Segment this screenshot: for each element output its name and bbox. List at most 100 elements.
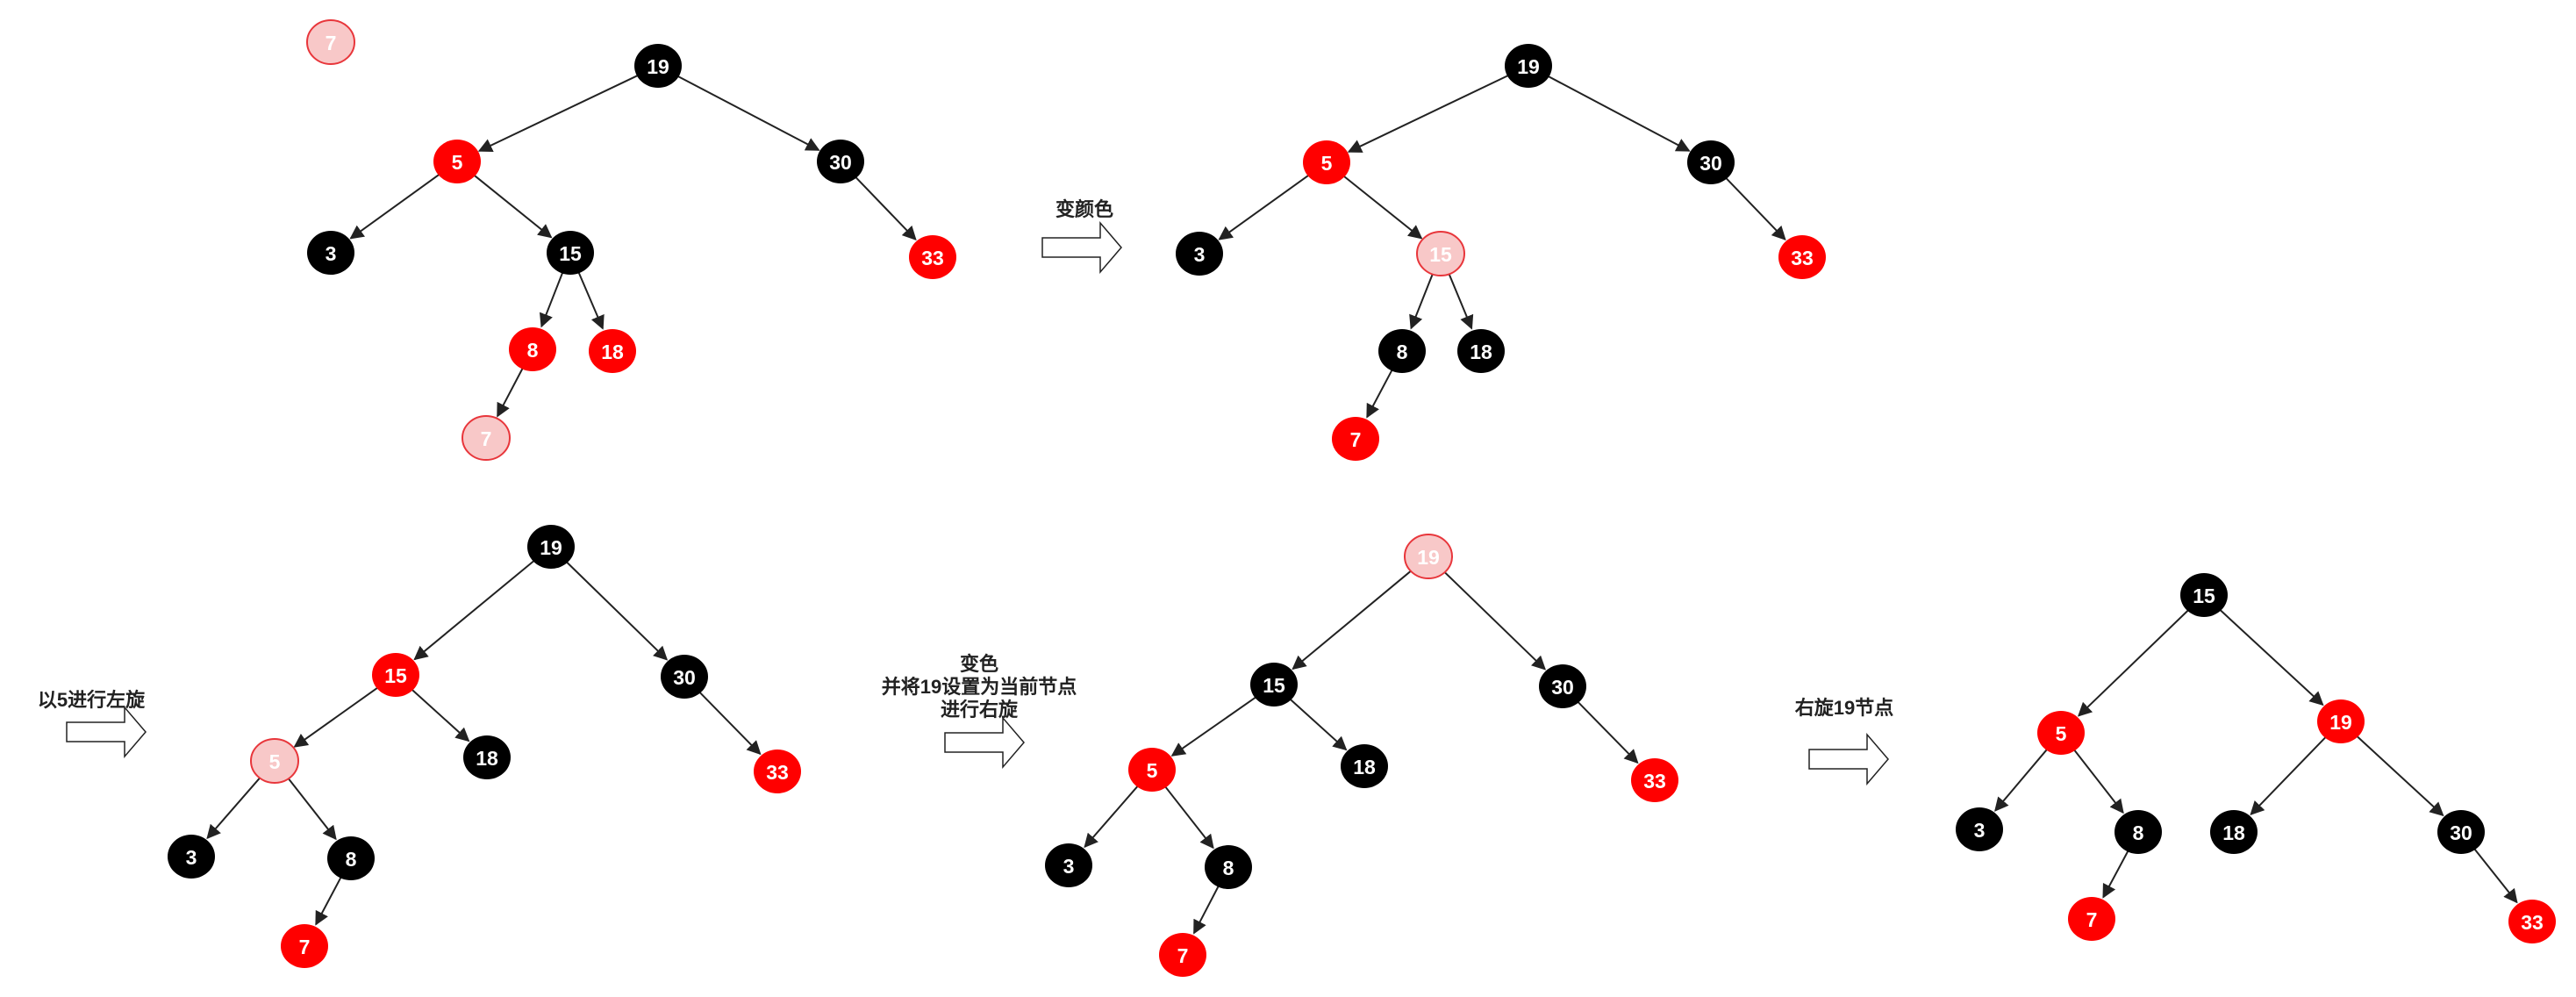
step-recolor-rotate-label: 变色	[960, 653, 998, 675]
tree-node-black-18: 18	[2210, 810, 2258, 854]
edge-t1-5-to-t1-3	[349, 172, 442, 240]
node-circle	[754, 750, 801, 793]
step-recolor-arrow-icon	[1041, 220, 1122, 275]
node-circle	[250, 738, 299, 784]
node-circle	[2210, 810, 2258, 854]
edge-t2-19-to-t2-5	[1347, 73, 1512, 153]
edge-t2-15-to-t2-18	[1447, 270, 1474, 330]
node-circle	[1687, 140, 1735, 184]
node-label: 7	[481, 427, 492, 450]
node-label: 7	[1350, 428, 1362, 451]
tree-node-pending-7: 7	[306, 19, 355, 65]
step-recolor-rotate-label: 并将19设置为当前节点	[882, 676, 1077, 698]
node-label: 15	[2193, 585, 2215, 607]
tree-node-red-33: 33	[2508, 900, 2556, 943]
edge-t1-19-to-t1-30	[675, 74, 820, 151]
node-label: 15	[384, 664, 407, 687]
step-recolor-label: 变颜色	[1055, 198, 1113, 220]
node-label: 7	[299, 936, 311, 958]
node-circle	[527, 525, 575, 569]
node-label: 18	[476, 747, 498, 770]
tree-node-red-33: 33	[1631, 758, 1678, 802]
edge-t2-19-to-t2-30	[1544, 74, 1691, 152]
tree-node-red-5: 5	[2037, 711, 2085, 755]
tree-node-red-33: 33	[909, 235, 956, 279]
node-label: 7	[326, 32, 337, 54]
step-left-rotate-arrow-icon	[66, 705, 147, 759]
node-circle	[1778, 235, 1826, 279]
node-circle	[817, 140, 864, 183]
node-circle	[547, 231, 594, 275]
edge-t2-5-to-t2-3	[1218, 173, 1312, 240]
tree-node-black-15: 15	[1250, 663, 1298, 707]
edge-t3-5-to-t3-8	[285, 775, 337, 841]
edge-t1-8-to-t1-7	[497, 366, 525, 418]
node-label: 15	[1429, 243, 1452, 266]
node-circle	[1956, 807, 2003, 851]
tree-node-black-15: 15	[547, 231, 594, 275]
edge-t4-15-to-t4-5	[1170, 694, 1259, 757]
edge-t5-19-to-t5-30	[2354, 734, 2444, 817]
node-label: 30	[673, 666, 696, 689]
tree-node-red-7: 7	[281, 924, 328, 968]
tree-node-black-3: 3	[1045, 843, 1092, 887]
edge-t5-5-to-t5-8	[2072, 747, 2124, 814]
node-label: 8	[346, 848, 357, 871]
tree-node-black-30: 30	[661, 655, 708, 699]
tree-node-black-18: 18	[1341, 744, 1388, 788]
step-arrows-layer	[66, 220, 1889, 786]
node-label: 18	[1353, 756, 1376, 778]
node-label: 3	[1974, 819, 1986, 842]
edge-t2-30-to-t2-33	[1723, 176, 1786, 240]
node-circle	[1505, 44, 1552, 88]
tree-node-red-7: 7	[1159, 933, 1206, 977]
node-circle	[307, 231, 354, 275]
tree-node-black-8: 8	[327, 836, 375, 880]
edge-t1-15-to-t1-8	[539, 270, 564, 328]
node-circle	[463, 735, 511, 779]
edge-t2-8-to-t2-7	[1366, 367, 1394, 419]
edge-t5-15-to-t5-19	[2217, 607, 2324, 707]
edge-t4-5-to-t4-3	[1084, 783, 1141, 849]
tree-node-red-5: 5	[433, 140, 481, 183]
node-circle	[2114, 810, 2162, 854]
node-circle	[1303, 140, 1350, 184]
node-label: 30	[829, 151, 852, 174]
node-label: 33	[1791, 247, 1814, 269]
tree-node-pending-19: 19	[1404, 534, 1453, 579]
node-label: 5	[269, 750, 281, 773]
edge-t4-19-to-t4-30	[1442, 569, 1547, 671]
step-recolor-rotate-arrow-icon	[944, 715, 1025, 770]
edge-t4-15-to-t4-18	[1287, 697, 1348, 751]
node-label: 3	[1063, 855, 1075, 878]
node-label: 33	[766, 761, 789, 784]
node-circle	[909, 235, 956, 279]
node-label: 19	[540, 536, 562, 559]
node-circle	[1128, 748, 1176, 792]
tree-node-red-7: 7	[1332, 417, 1379, 461]
node-circle	[1457, 329, 1505, 373]
edge-t1-19-to-t1-5	[477, 73, 641, 153]
edge-t1-5-to-t1-15	[471, 173, 553, 239]
node-label: 18	[2222, 821, 2245, 844]
edge-t1-15-to-t1-18	[576, 269, 605, 330]
tree-node-pending-7: 7	[462, 415, 511, 461]
tree-node-black-3: 3	[168, 835, 215, 879]
step-left-rotate-label: 以5进行左旋	[38, 689, 146, 711]
node-circle	[433, 140, 481, 183]
node-label: 5	[1147, 759, 1158, 782]
node-circle	[2317, 699, 2365, 743]
node-circle	[1332, 417, 1379, 461]
tree-node-black-8: 8	[1205, 845, 1252, 889]
node-circle	[2508, 900, 2556, 943]
node-label: 8	[1223, 857, 1234, 879]
node-circle	[1404, 534, 1453, 579]
edge-t3-19-to-t3-30	[564, 559, 669, 661]
node-label: 8	[527, 339, 539, 362]
node-circle	[2437, 810, 2485, 854]
edge-t5-5-to-t5-3	[1994, 747, 2050, 812]
tree-node-black-18: 18	[1457, 329, 1505, 373]
tree-node-red-18: 18	[589, 329, 636, 373]
tree-node-black-18: 18	[463, 735, 511, 779]
